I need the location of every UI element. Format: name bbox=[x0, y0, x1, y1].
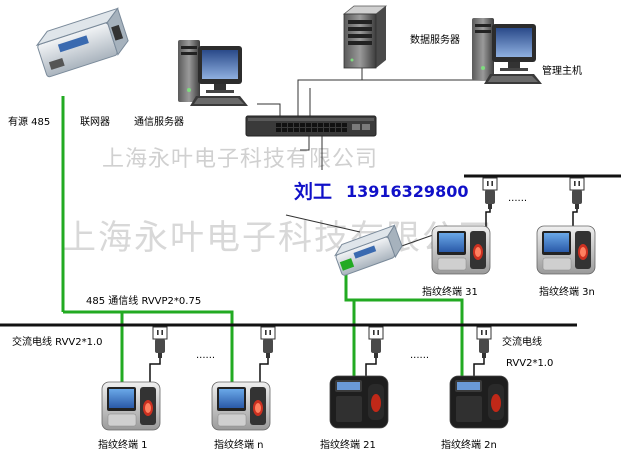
fingerprint-terminal-icon bbox=[449, 375, 509, 429]
label-terminal-1: 指纹终端 1 bbox=[98, 438, 148, 451]
label-ac-cable-right-1: 交流电线 bbox=[502, 335, 542, 348]
ellipsis-right: ...... bbox=[410, 350, 429, 361]
network-switch-icon bbox=[245, 115, 377, 137]
power-plug-icon bbox=[569, 177, 585, 210]
communication-server-icon bbox=[178, 40, 248, 106]
label-terminal-31: 指纹终端 31 bbox=[422, 285, 478, 298]
label-rs485-cable: 485 通信线 RVVP2*0.75 bbox=[86, 294, 201, 307]
contact-name: 刘工 bbox=[294, 180, 332, 203]
label-ac-cable-left: 交流电线 RVV2*1.0 bbox=[12, 335, 103, 348]
power-plug-icon bbox=[152, 326, 168, 359]
ellipsis-top: ...... bbox=[508, 193, 527, 204]
label-terminal-21: 指纹终端 21 bbox=[320, 438, 376, 451]
management-host-icon bbox=[472, 18, 542, 84]
watermark-line-2: 上海永叶电子科技有限公司 bbox=[62, 218, 494, 258]
network-converter-icon bbox=[35, 7, 129, 78]
label-terminal-n: 指纹终端 n bbox=[214, 438, 264, 451]
power-plug-icon bbox=[260, 326, 276, 359]
power-cords bbox=[149, 209, 578, 382]
ellipsis-left: ...... bbox=[196, 350, 215, 361]
rs485-converter-icon bbox=[334, 224, 403, 276]
label-management-host: 管理主机 bbox=[542, 64, 582, 77]
label-active-485: 有源 485 bbox=[8, 115, 50, 128]
contact-box bbox=[282, 174, 464, 214]
power-plug-icon bbox=[482, 177, 498, 210]
watermark-line-1: 上海永叶电子科技有限公司 bbox=[102, 147, 378, 172]
fingerprint-terminal-icon bbox=[211, 381, 271, 431]
data-server-icon bbox=[342, 5, 388, 69]
contact-phone: 13916329800 bbox=[346, 182, 468, 201]
fingerprint-terminal-icon bbox=[101, 381, 161, 431]
label-communication-server: 通信服务器 bbox=[134, 115, 184, 128]
fingerprint-terminal-icon bbox=[431, 225, 491, 275]
label-terminal-3n: 指纹终端 3n bbox=[539, 285, 595, 298]
label-data-server: 数据服务器 bbox=[410, 33, 460, 46]
power-plug-icon bbox=[476, 326, 492, 359]
label-ac-cable-right-2: RVV2*1.0 bbox=[506, 358, 553, 369]
fingerprint-terminal-icon bbox=[329, 375, 389, 429]
fingerprint-terminal-icon bbox=[536, 225, 596, 275]
label-terminal-2n: 指纹终端 2n bbox=[441, 438, 497, 451]
label-networker: 联网器 bbox=[80, 116, 110, 128]
power-plug-icon bbox=[368, 326, 384, 359]
